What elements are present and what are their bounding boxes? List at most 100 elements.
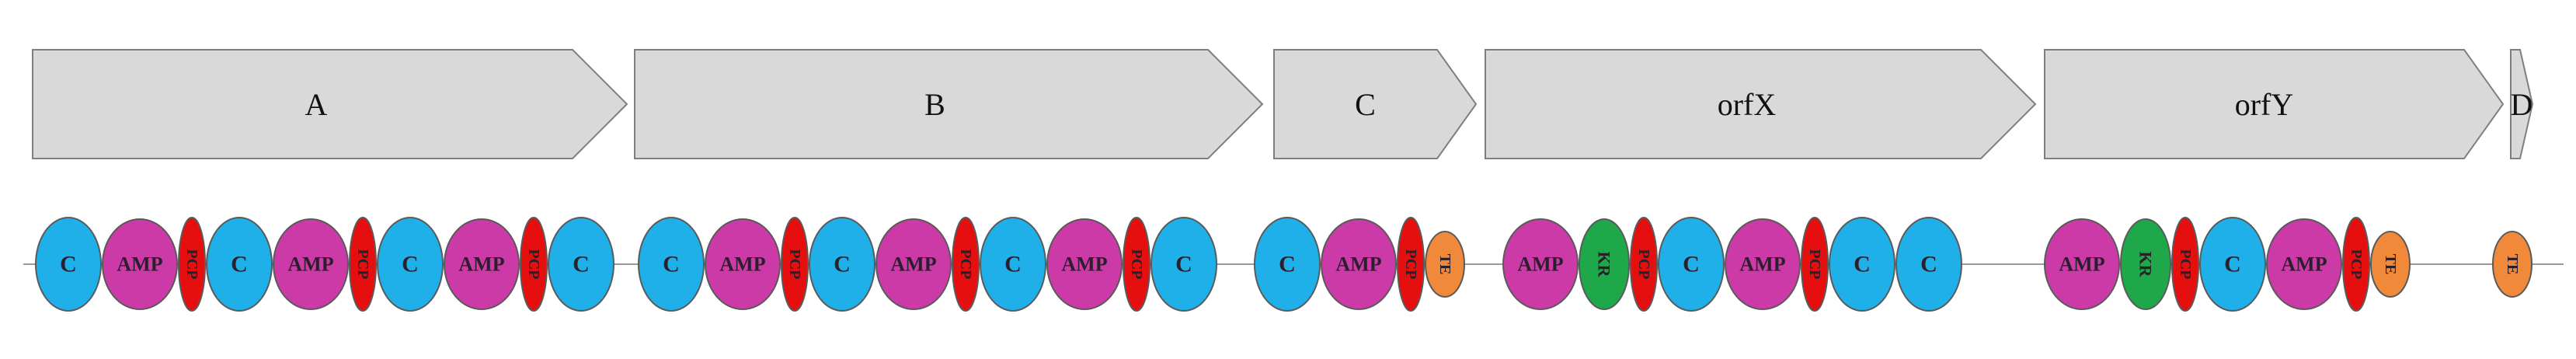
gene-label-orfy: orfY xyxy=(2235,87,2294,122)
domain-te-label: TE xyxy=(1436,254,1453,275)
domain-amp-label: AMP xyxy=(890,253,936,276)
domain-pcp-ellipse xyxy=(1630,217,1658,312)
domain-kr-ellipse xyxy=(2120,218,2171,310)
domain-c-ellipse xyxy=(548,217,614,312)
domain-amp-label: AMP xyxy=(1061,253,1107,276)
domain-c-label: C xyxy=(402,252,419,277)
domain-pcp-ellipse xyxy=(781,217,809,312)
domain-te-c-4: TE xyxy=(1425,231,1465,298)
domain-c-ellipse xyxy=(1658,217,1725,312)
domain-amp-b-8: AMP xyxy=(1046,218,1123,310)
domain-c-a-1: C xyxy=(35,217,102,312)
domain-te-d-1: TE xyxy=(2492,231,2532,298)
domain-te-ellipse xyxy=(2370,231,2411,298)
domain-amp-orfy-1: AMP xyxy=(2044,218,2120,310)
gene-label-a: A xyxy=(305,87,328,122)
domain-c-ellipse xyxy=(377,217,444,312)
domain-c-label: C xyxy=(60,252,77,277)
domain-amp-b-5: AMP xyxy=(875,218,952,310)
domain-pcp-label: PCP xyxy=(1128,249,1145,280)
domain-c-label: C xyxy=(1683,252,1700,277)
domain-c-label: C xyxy=(834,252,851,277)
domain-te-label: TE xyxy=(2504,254,2521,275)
domain-pcp-label: PCP xyxy=(1806,249,1823,280)
domain-amp-orfx-1: AMP xyxy=(1502,218,1579,310)
domain-pcp-ellipse xyxy=(1123,217,1150,312)
domain-c-label: C xyxy=(1279,252,1296,277)
domain-amp-a-8: AMP xyxy=(444,218,520,310)
domain-pcp-ellipse xyxy=(1801,217,1829,312)
domain-c-label: C xyxy=(1854,252,1871,277)
domain-c-b-7: C xyxy=(980,217,1046,312)
domain-kr-ellipse xyxy=(1579,218,1630,310)
domain-c-ellipse xyxy=(1254,217,1321,312)
domain-amp-label: AMP xyxy=(1517,253,1563,276)
domain-pcp-a-9: PCP xyxy=(520,217,548,312)
domain-pcp-b-9: PCP xyxy=(1123,217,1150,312)
domain-c-c-1: C xyxy=(1254,217,1321,312)
domain-te-label: TE xyxy=(2382,254,2399,275)
domain-te-orfy-7: TE xyxy=(2370,231,2411,298)
domain-kr-orfy-2: KR xyxy=(2120,218,2171,310)
domain-kr-label: KR xyxy=(2136,252,2156,278)
domain-amp-label: AMP xyxy=(458,253,504,276)
domain-c-a-4: C xyxy=(206,217,273,312)
domain-amp-ellipse xyxy=(1321,218,1397,310)
domain-c-b-10: C xyxy=(1150,217,1217,312)
domain-c-ellipse xyxy=(1895,217,1962,312)
domain-c-ellipse xyxy=(35,217,102,312)
domain-c-b-4: C xyxy=(809,217,875,312)
domain-pcp-c-3: PCP xyxy=(1397,217,1425,312)
domain-pcp-label: PCP xyxy=(354,249,371,280)
gene-arrow-b xyxy=(634,49,1264,159)
domain-pcp-label: PCP xyxy=(183,249,200,280)
gene-label-d: D xyxy=(2511,87,2533,122)
domain-c-a-7: C xyxy=(377,217,444,312)
domain-pcp-a-3: PCP xyxy=(178,217,206,312)
domain-c-label: C xyxy=(1175,252,1192,277)
domain-amp-ellipse xyxy=(2266,218,2342,310)
domain-amp-a-2: AMP xyxy=(102,218,178,310)
domain-c-label: C xyxy=(2224,252,2241,277)
domain-pcp-ellipse xyxy=(349,217,377,312)
domain-c-label: C xyxy=(1920,252,1937,277)
domain-pcp-label: PCP xyxy=(1402,249,1419,280)
domain-amp-label: AMP xyxy=(2281,253,2327,276)
domain-amp-ellipse xyxy=(875,218,952,310)
domain-c-b-1: C xyxy=(638,217,705,312)
domain-c-label: C xyxy=(573,252,590,277)
domain-pcp-ellipse xyxy=(2171,217,2199,312)
domain-c-ellipse xyxy=(206,217,273,312)
domain-amp-ellipse xyxy=(102,218,178,310)
domain-c-ellipse xyxy=(2199,217,2266,312)
domain-amp-label: AMP xyxy=(1335,253,1381,276)
domain-amp-ellipse xyxy=(705,218,781,310)
domain-c-orfx-7: C xyxy=(1829,217,1895,312)
domain-amp-orfx-5: AMP xyxy=(1725,218,1801,310)
domain-c-orfy-4: C xyxy=(2199,217,2266,312)
domain-pcp-ellipse xyxy=(1397,217,1425,312)
domain-c-ellipse xyxy=(980,217,1046,312)
domain-te-ellipse xyxy=(2492,231,2532,298)
domain-amp-ellipse xyxy=(1725,218,1801,310)
domain-amp-label: AMP xyxy=(287,253,333,276)
gene-label-c: C xyxy=(1355,87,1376,122)
domain-pcp-b-6: PCP xyxy=(952,217,980,312)
domain-c-ellipse xyxy=(1150,217,1217,312)
gene-arrow-a xyxy=(32,49,628,159)
domain-pcp-orfy-6: PCP xyxy=(2342,217,2370,312)
domain-pcp-label: PCP xyxy=(1635,249,1652,280)
domain-amp-label: AMP xyxy=(117,253,162,276)
domain-kr-orfx-2: KR xyxy=(1579,218,1630,310)
domain-pcp-orfx-3: PCP xyxy=(1630,217,1658,312)
gene-label-b: B xyxy=(924,87,945,122)
domain-amp-label: AMP xyxy=(1739,253,1785,276)
domain-pcp-label: PCP xyxy=(525,249,542,280)
domain-c-label: C xyxy=(663,252,680,277)
domain-pcp-a-6: PCP xyxy=(349,217,377,312)
domain-te-ellipse xyxy=(1425,231,1465,298)
domain-amp-ellipse xyxy=(444,218,520,310)
